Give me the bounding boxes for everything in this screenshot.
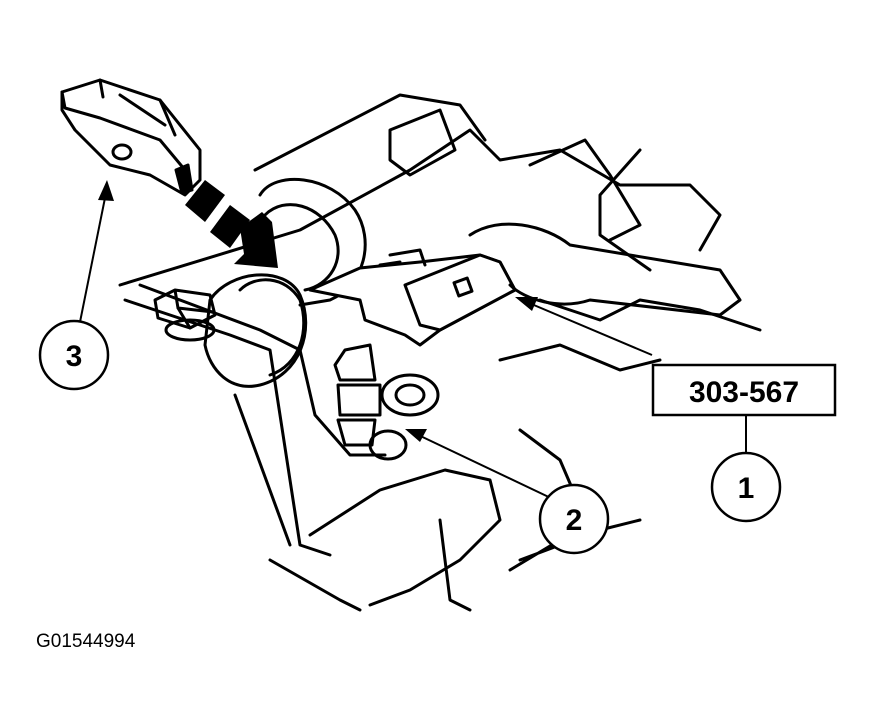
arrowhead-1 (515, 297, 538, 311)
leader-line-1 (521, 299, 653, 356)
lash-adjuster (333, 343, 382, 447)
leader-lines (79, 187, 747, 501)
lash-adjuster-base (368, 429, 408, 461)
callout-3: 3 (38, 319, 110, 391)
callout-2: 2 (538, 483, 610, 555)
special-tool-slot (452, 276, 474, 298)
rocker-arm-hole (111, 143, 133, 161)
arrow-head (234, 212, 278, 268)
leader-arrowheads (98, 180, 538, 442)
special-tool-neck (378, 248, 427, 267)
tool-number-box (651, 363, 837, 417)
arrow-dash-2 (210, 205, 250, 248)
engine-line-art (60, 78, 762, 612)
tool-number-label: 303-567 (689, 376, 799, 409)
head-rail-right (438, 298, 762, 612)
cylinder-head-outline (118, 93, 722, 287)
arrow-dash-1 (185, 180, 225, 222)
arrowhead-2 (405, 429, 427, 442)
rocker-arm-top (60, 78, 187, 172)
rocker-arm (60, 78, 202, 197)
bolt-washer (164, 318, 216, 342)
callout-2-circle (538, 483, 610, 555)
callout-3-circle (38, 319, 110, 391)
valve-tip-round-inner (394, 383, 426, 407)
arrowhead-3 (98, 180, 114, 201)
camshaft-lobe (203, 273, 308, 388)
valve-tip-round (380, 373, 440, 417)
leader-line-2 (411, 431, 556, 501)
figure-id: G01544994 (36, 631, 136, 652)
callout-1-number: 1 (738, 472, 755, 505)
removal-direction-arrow (185, 180, 278, 268)
callout-3-number: 3 (66, 340, 83, 373)
rocker-arm-pad (174, 163, 194, 195)
head-rail-lower (123, 283, 502, 612)
callout-1: 1 (710, 451, 782, 523)
callout-2-number: 2 (566, 504, 583, 537)
callout-1-circle (710, 451, 782, 523)
leader-line-3 (79, 187, 108, 323)
